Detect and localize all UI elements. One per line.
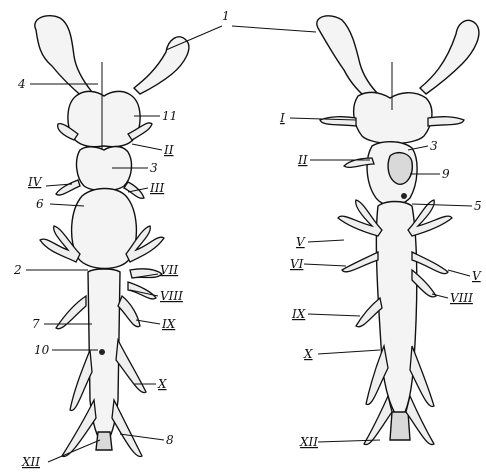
label-II-right: II — [297, 153, 308, 167]
label-X-right: X — [303, 347, 313, 361]
left-nerve-XII-left — [62, 400, 96, 457]
label-IX-right: IX — [291, 307, 306, 321]
right-mark-5 — [401, 193, 407, 199]
left-nerve-XII-right — [112, 400, 142, 457]
label-V-right: V — [472, 269, 482, 283]
label-VIII-left: VIII — [160, 289, 183, 303]
label-9: 9 — [442, 167, 450, 181]
label-2: 2 — [13, 263, 22, 277]
right-nerve-X-left — [366, 346, 388, 405]
right-spinal-cord — [390, 412, 410, 440]
right-olfactory-bulb-left — [317, 16, 380, 102]
label-III: III — [149, 181, 164, 195]
left-olfactory-bulb-right — [134, 37, 189, 94]
label-4: 4 — [17, 77, 26, 91]
label-VIII-right: VIII — [450, 291, 473, 305]
left-forebrain — [68, 91, 140, 146]
label-7: 7 — [32, 317, 40, 331]
label-6: 6 — [36, 197, 44, 211]
right-nerve-I-left — [320, 117, 356, 126]
label-1: 1 — [222, 9, 230, 23]
left-nerve-VII — [130, 269, 162, 278]
label-V: V — [296, 235, 306, 249]
right-forebrain — [354, 92, 432, 143]
left-nerve-IV — [56, 180, 80, 195]
label-11: 11 — [162, 109, 177, 123]
left-nerve-IX-right — [118, 296, 140, 327]
right-nerve-IX — [356, 298, 382, 327]
left-olfactory-bulb-left — [35, 16, 92, 98]
right-olfactory-bulb-right — [420, 20, 479, 94]
label-VII: VII — [160, 263, 178, 277]
left-nerve-X-right — [116, 340, 146, 393]
label-II-left: II — [163, 143, 174, 157]
label-IX-left: IX — [161, 317, 176, 331]
label-10: 10 — [34, 343, 50, 357]
label-X-left: X — [157, 377, 167, 391]
left-medulla-mark — [99, 349, 105, 355]
label-3-right: 3 — [430, 139, 438, 153]
left-nerve-X-left — [70, 350, 92, 410]
right-pituitary — [388, 153, 412, 185]
label-3-left: 3 — [150, 161, 158, 175]
right-nerve-I-right — [428, 117, 464, 126]
label-I: I — [279, 111, 285, 125]
right-brain-ventral-view — [317, 16, 479, 445]
label-XII-left: XII — [21, 455, 40, 469]
label-XII-right: XII — [299, 435, 318, 449]
right-nerve-X-right — [410, 346, 434, 407]
label-VI: VI — [290, 257, 304, 271]
label-IV: IV — [27, 175, 43, 189]
right-nerve-VI-left — [342, 252, 378, 272]
right-nerve-V-left — [338, 200, 382, 236]
left-nerve-III — [124, 182, 144, 198]
label-5: 5 — [474, 199, 482, 213]
label-8: 8 — [166, 433, 174, 447]
